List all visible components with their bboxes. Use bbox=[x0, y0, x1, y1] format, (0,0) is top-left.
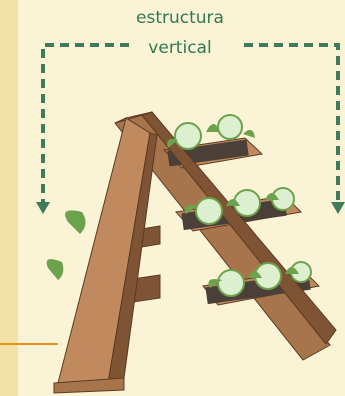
bracket-arrow-left-icon bbox=[36, 202, 50, 214]
label-line-1: estructura bbox=[100, 8, 260, 28]
bracket-arrow-right-icon bbox=[331, 202, 345, 214]
lettuce-icon bbox=[47, 210, 86, 280]
label-line-2: vertical bbox=[100, 38, 260, 58]
